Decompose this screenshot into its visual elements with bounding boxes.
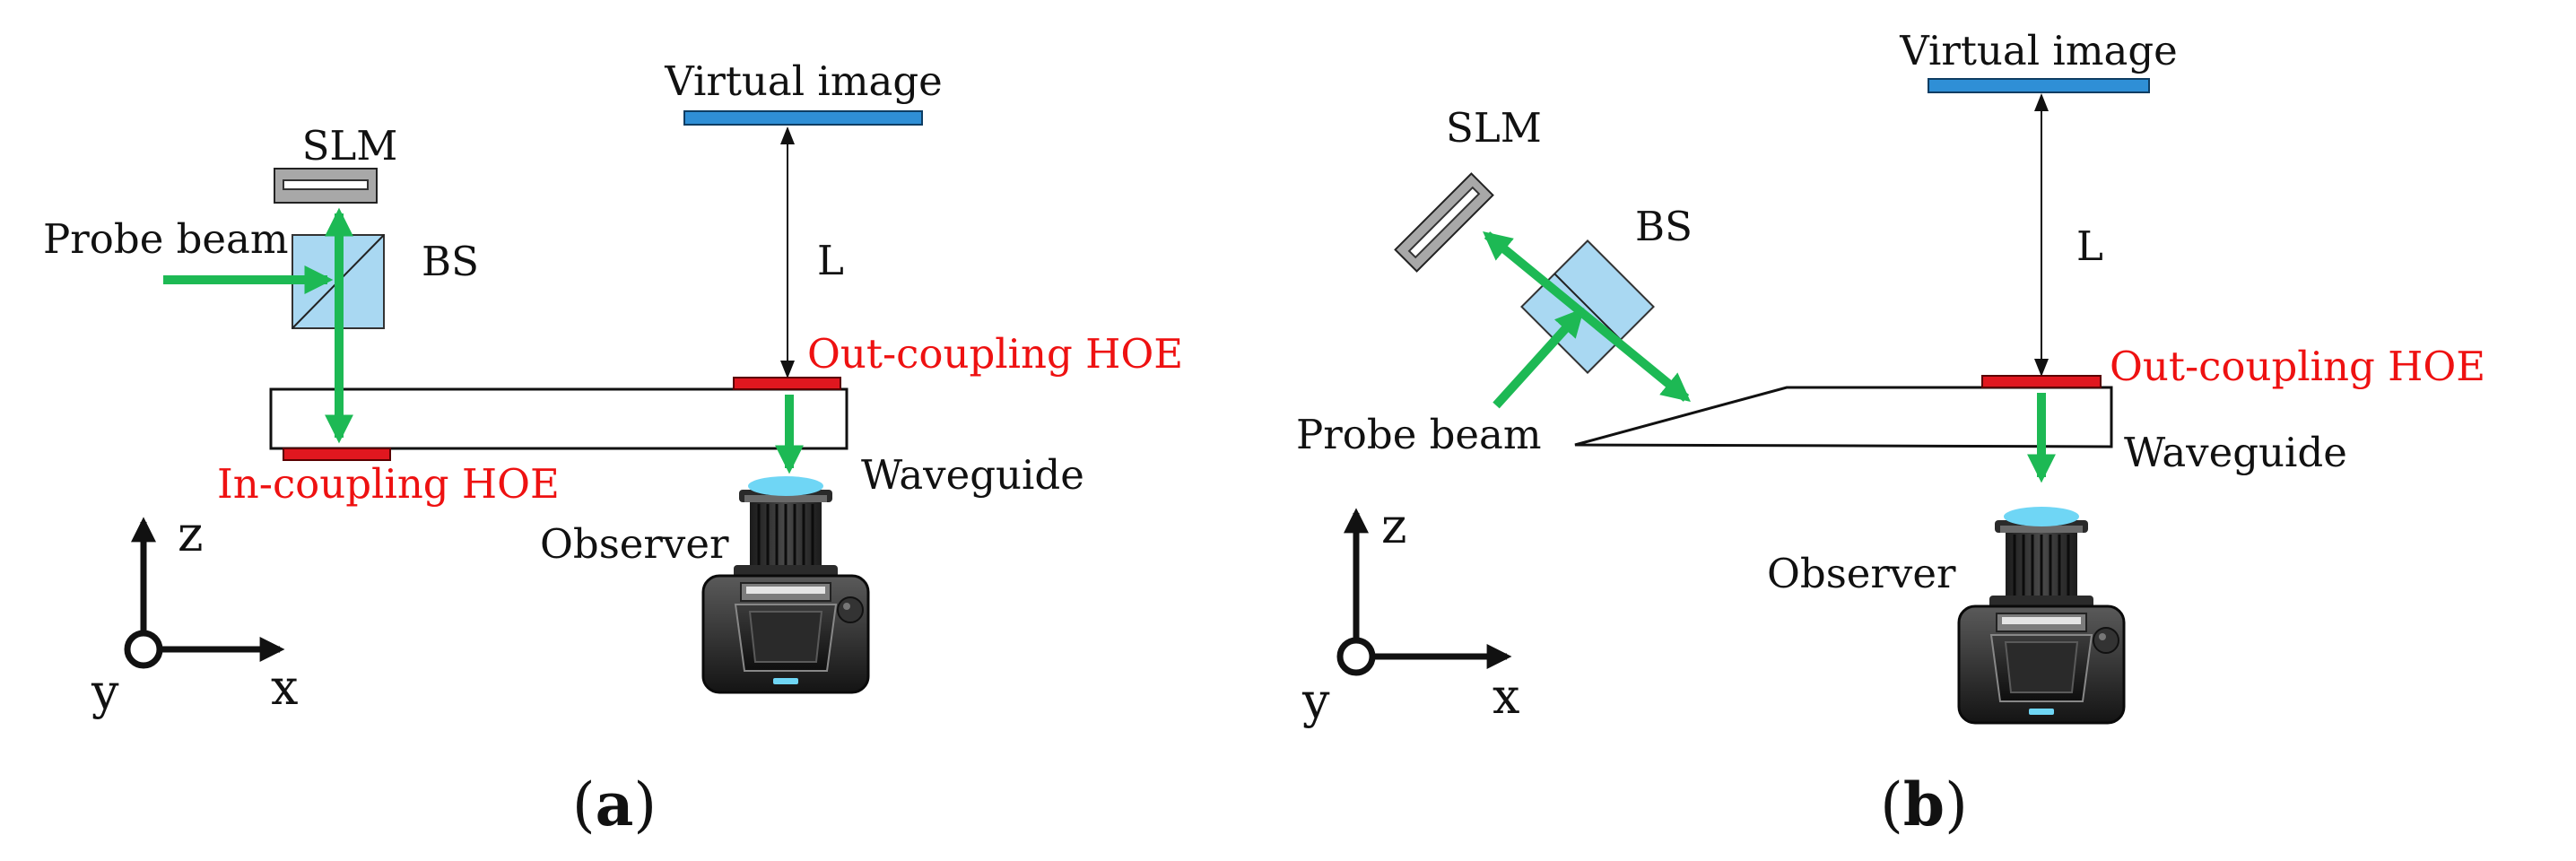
observer-label: Observer	[540, 520, 729, 568]
in-coupling-hoe	[283, 448, 391, 461]
axis-z-label: z	[1381, 498, 1406, 554]
slm-label: SLM	[1446, 104, 1542, 152]
slm-icon	[1394, 172, 1494, 273]
caption-b: (b)	[1880, 770, 1968, 839]
bs-label: BS	[1635, 203, 1693, 250]
camera-icon	[701, 474, 870, 694]
axis-y-label: y	[91, 664, 119, 720]
distance-label: L	[817, 237, 844, 284]
virtual-image-plane	[1928, 78, 2150, 93]
panel-b: Virtual image L SLM BS Waveguide Out-cou…	[1296, 27, 2485, 839]
axis-z-label: z	[178, 506, 203, 562]
caption-a: (a)	[572, 770, 657, 839]
probe-beam-arrow	[1493, 308, 1585, 409]
virtual-image-plane	[683, 110, 923, 126]
slm-beam-arrow	[1483, 230, 1691, 403]
slm-label: SLM	[302, 122, 398, 170]
virtual-image-label: Virtual image	[1899, 27, 2178, 74]
virtual-image-label: Virtual image	[664, 57, 943, 105]
waveguide-label: Waveguide	[2124, 429, 2347, 476]
waveguide-label: Waveguide	[861, 451, 1084, 499]
svg-text:(a): (a)	[572, 770, 657, 839]
bs-label: BS	[422, 238, 479, 285]
caption-a-letter: a	[596, 770, 634, 839]
panel-a: Virtual image L SLM Probe beam BS Wavegu…	[43, 57, 1183, 839]
axes-a: z x y	[91, 506, 298, 720]
out-coupling-hoe-label: Out-coupling HOE	[807, 330, 1183, 378]
axis-x-label: x	[271, 659, 298, 716]
probe-beam-label: Probe beam	[43, 215, 289, 263]
waveguide	[269, 387, 849, 450]
distance-label: L	[2076, 222, 2103, 270]
camera-icon	[1957, 505, 2126, 725]
svg-text:(b): (b)	[1880, 770, 1968, 839]
observer-label: Observer	[1767, 550, 1956, 597]
out-coupling-hoe	[733, 377, 841, 390]
axes-b: z x y	[1301, 498, 1519, 729]
axis-y-label: y	[1301, 673, 1330, 729]
slm-icon	[274, 168, 378, 204]
in-coupling-hoe-label: In-coupling HOE	[217, 460, 560, 508]
out-coupling-hoe	[1981, 375, 2102, 388]
out-coupling-hoe-label: Out-coupling HOE	[2110, 343, 2485, 390]
waveguide	[1574, 386, 2113, 448]
axis-x-label: x	[1493, 668, 1519, 725]
caption-b-letter: b	[1903, 770, 1945, 839]
probe-beam-label: Probe beam	[1296, 411, 1542, 458]
